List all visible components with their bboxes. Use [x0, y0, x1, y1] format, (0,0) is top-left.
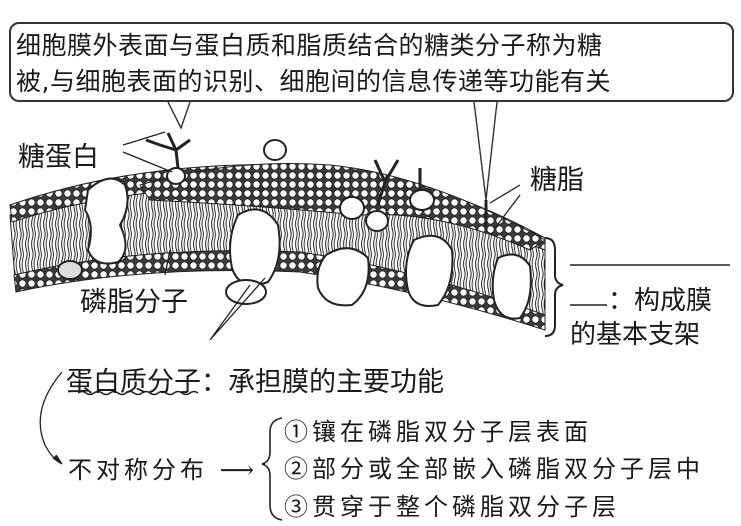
- distribution-text: 不对称分布: [68, 456, 208, 484]
- label-glycoprotein: 糖蛋白: [18, 142, 99, 173]
- glycoprotein-leader: [122, 131, 173, 173]
- glycocalyx-callout-box: [9, 22, 734, 102]
- label-bilayer-basic-framework: 的基本支架: [570, 320, 701, 350]
- callout-pointer-glycolipid: [473, 101, 498, 201]
- sugar-chains: [145, 132, 488, 230]
- right-arrow-icon: ⟶: [219, 456, 255, 484]
- modes-brace: [261, 417, 283, 521]
- protein-mode-3: ③贯穿于整个磷脂双分子层: [284, 493, 620, 521]
- protein-heading: 蛋白质分子：承担膜的主要功能: [66, 360, 444, 399]
- bilayer-brace: [544, 237, 564, 337]
- membrane-proteins: [57, 139, 532, 320]
- callout-pointer-glycoprotein: [167, 101, 191, 130]
- curved-arrow: [39, 371, 63, 464]
- asymmetric-distribution-label: 不对称分布 ⟶: [68, 450, 254, 485]
- glycolipid-leader: [489, 184, 521, 229]
- protein-heading-function: ：承担膜的主要功能: [201, 367, 444, 398]
- protein-heading-term: 蛋白质分子: [66, 367, 201, 398]
- label-phospholipid-molecule: 磷脂分子: [80, 287, 188, 318]
- protein-leader: [209, 277, 266, 341]
- callout-text-line-1: 细胞膜外表面与蛋白质和脂质结合的糖类分子称为糖: [16, 31, 603, 60]
- label-glycolipid: 糖脂: [530, 165, 584, 196]
- phospholipid-leader: [164, 249, 171, 276]
- callout-text-line-2: 被,与细胞表面的识别、细胞间的信息传递等功能有关: [16, 67, 611, 96]
- label-bilayer-blank: ：构成膜: [608, 286, 713, 316]
- protein-mode-2: ②部分或全部嵌入磷脂双分子层中: [284, 455, 704, 483]
- protein-mode-1: ①镶在磷脂双分子层表面: [284, 418, 592, 446]
- wavy-underline: [77, 390, 199, 396]
